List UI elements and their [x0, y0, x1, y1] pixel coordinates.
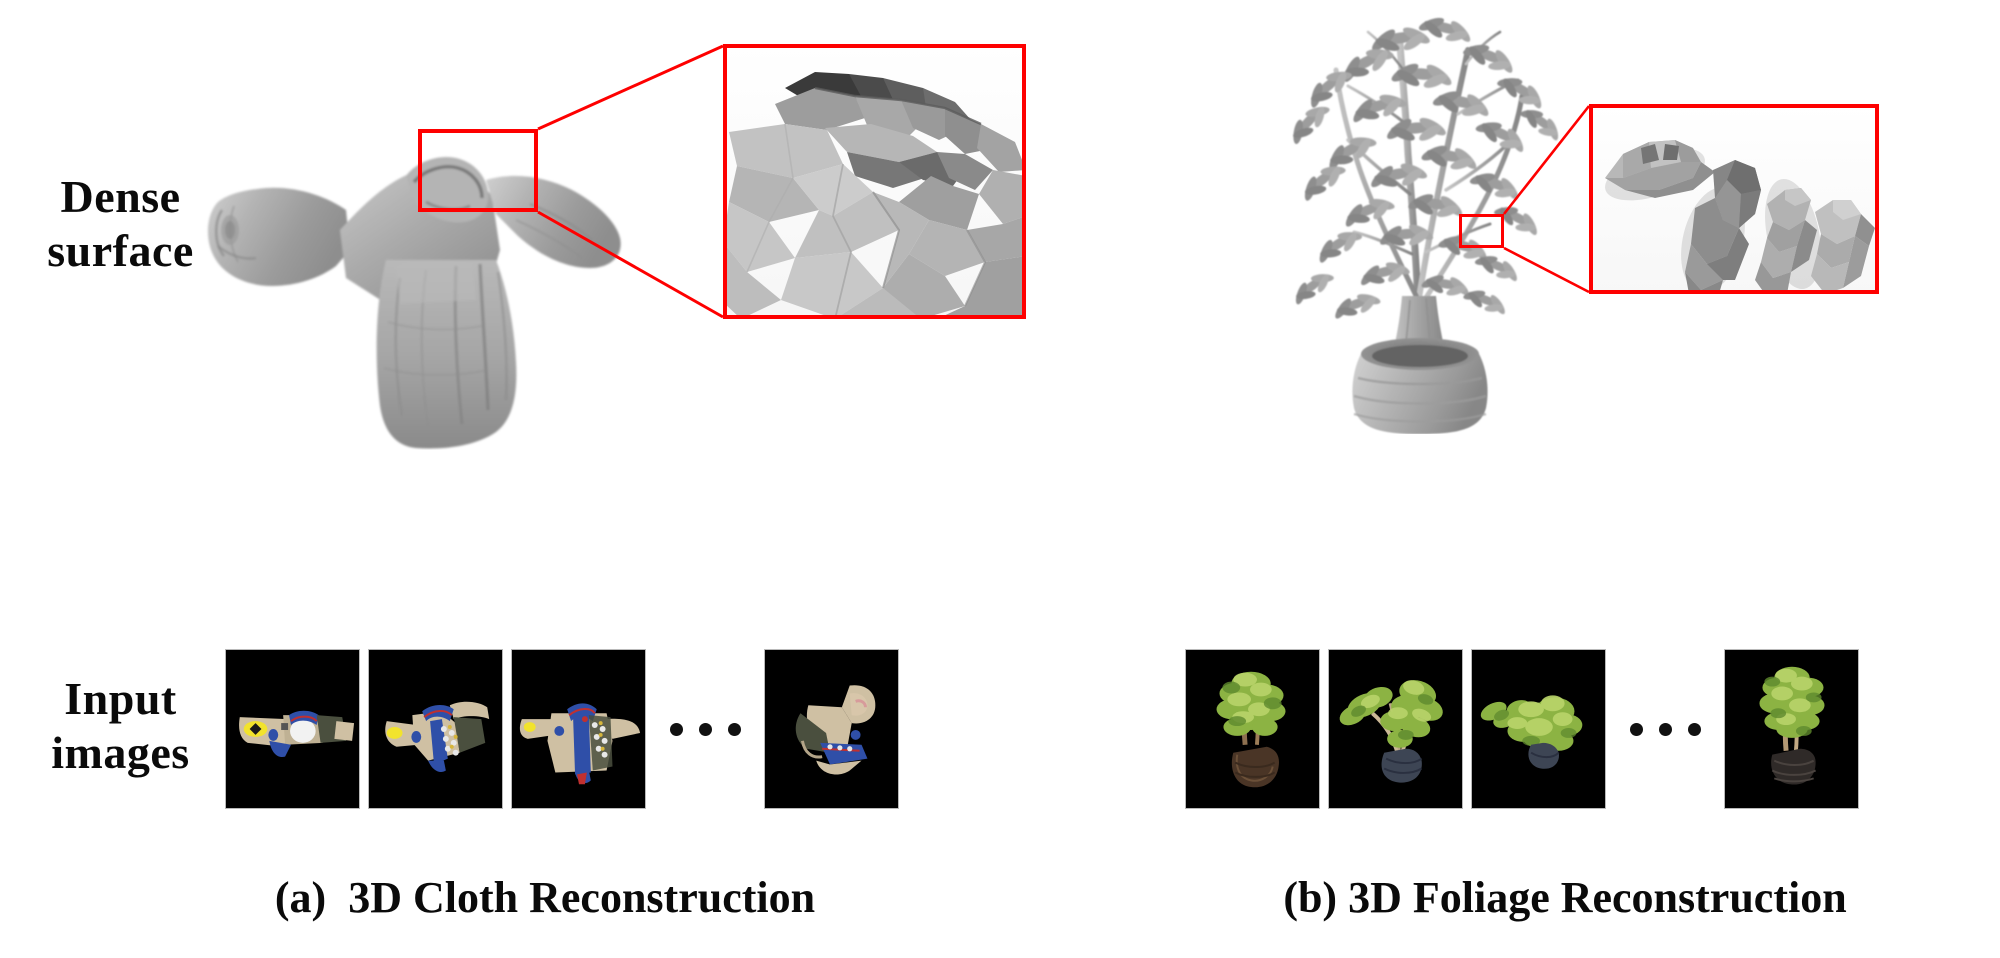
panel-caption-a: (a) 3D Cloth Reconstruction: [274, 873, 816, 922]
panel-caption-b: (b) 3D Foliage Reconstruction: [1283, 873, 1847, 922]
list-item[interactable]: [225, 649, 360, 809]
cloth-input-strip: [225, 634, 915, 824]
row-label-dense-line2: surface: [47, 225, 194, 277]
cloth-roi-box: [418, 129, 538, 212]
ellipsis-dot: [727, 722, 741, 736]
list-item[interactable]: [368, 649, 503, 809]
foliage-input-strip: [1185, 634, 1875, 824]
cloth-mesh-shirt: [200, 110, 630, 450]
list-item[interactable]: [764, 649, 899, 809]
list-item[interactable]: [1471, 649, 1606, 809]
ellipsis-dot: [698, 722, 712, 736]
list-item[interactable]: [1328, 649, 1463, 809]
cloth-zoom-image: [723, 44, 1026, 319]
foliage-strip-ellipsis: [1606, 634, 1724, 824]
row-label-dense-line1: Dense: [60, 171, 181, 222]
ellipsis-dot: [1658, 722, 1672, 736]
list-item[interactable]: [511, 649, 646, 809]
row-label-input-images: Input images: [8, 672, 233, 781]
foliage-mesh-tree: [1250, 4, 1590, 434]
row-label-input-line2: images: [51, 727, 190, 779]
cloth-strip-ellipsis: [646, 634, 764, 824]
cloth-zoom-panel: [723, 44, 1026, 319]
foliage-zoom-image: [1589, 104, 1879, 294]
ellipsis-dot: [669, 722, 683, 736]
row-label-input-line1: Input: [64, 673, 177, 724]
foliage-zoom-panel: [1589, 104, 1879, 294]
row-label-dense-surface: Dense surface: [8, 170, 233, 279]
ellipsis-dot: [1687, 722, 1701, 736]
list-item[interactable]: [1185, 649, 1320, 809]
foliage-roi-box: [1459, 214, 1504, 248]
ellipsis-dot: [1629, 722, 1643, 736]
list-item[interactable]: [1724, 649, 1859, 809]
